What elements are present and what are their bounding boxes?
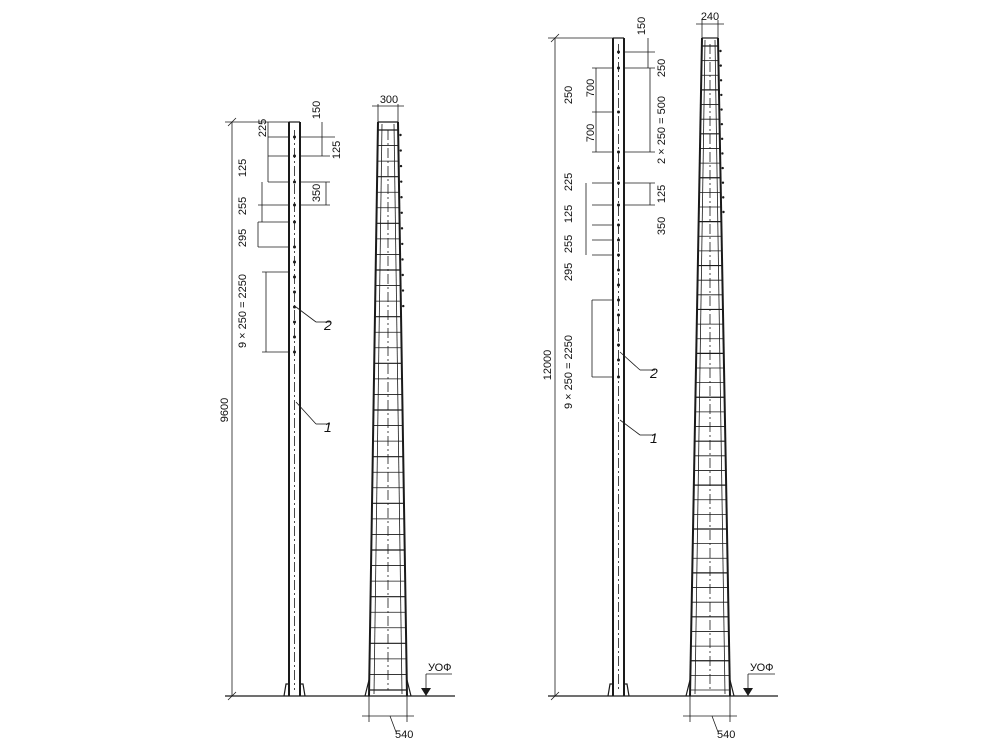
left-dim-150: 150: [311, 101, 323, 119]
right-dim-700-top: 700: [585, 79, 597, 97]
left-dim-125: 125: [237, 159, 249, 177]
left-ground-line: [225, 673, 455, 697]
right-dim-2x250: 2 × 250 = 500: [656, 96, 668, 164]
lattice-bolt: [719, 64, 722, 67]
left-base-width-dimension: [362, 696, 414, 733]
left-dim-295: 295: [237, 229, 249, 247]
left-dim-255: 255: [237, 197, 249, 215]
left-top-width-label: 300: [380, 94, 398, 106]
left-callout-leaders: [295, 306, 330, 425]
left-base-width-label: 540: [395, 729, 413, 741]
lattice-bolt: [721, 152, 724, 155]
right-top-width-dimension: [696, 20, 724, 38]
left-dims-right-lines: [300, 122, 335, 206]
left-dim-9x250: 9 × 250 = 2250: [237, 274, 249, 348]
lattice-bolt: [720, 108, 723, 111]
lattice-bolt: [401, 273, 404, 277]
lattice-bolt: [720, 137, 724, 141]
right-dims-left-lines: [585, 67, 613, 378]
lattice-bolt: [719, 49, 722, 53]
lattice-bolt: [720, 93, 723, 97]
right-dim-250-right: 250: [656, 59, 668, 77]
lattice-bolt: [400, 196, 403, 199]
left-callout-2: 2: [323, 317, 332, 333]
lattice-bolt: [719, 79, 723, 82]
right-dim-225: 225: [563, 173, 575, 191]
lattice-bolt: [402, 304, 405, 308]
left-top-width-dimension: [372, 104, 404, 122]
lattice-bolt: [399, 164, 403, 168]
right-dim-9x250: 9 × 250 = 2250: [563, 335, 575, 409]
right-ground-line: [548, 673, 778, 697]
left-callout-1: 1: [324, 419, 332, 435]
lattice-bolt: [400, 180, 403, 183]
right-dim-700-bottom: 700: [585, 124, 597, 142]
right-ground-label: УОФ: [750, 662, 774, 674]
right-callout-2: 2: [649, 365, 658, 381]
left-pole-lattice-view: [364, 121, 412, 697]
lattice-bolt: [399, 149, 402, 152]
left-ground-label: УОФ: [428, 662, 452, 674]
lattice-bolt: [399, 133, 402, 137]
lattice-bolt: [722, 196, 725, 199]
left-dim-125-right: 125: [331, 141, 343, 159]
right-dim-255: 255: [563, 235, 575, 253]
right-base-width-dimension: [683, 696, 737, 733]
lattice-bolt: [400, 211, 403, 214]
left-dim-225: 225: [257, 119, 269, 137]
right-pole-lattice-view: [685, 37, 735, 697]
right-dim-125: 125: [563, 205, 575, 223]
right-callout-1: 1: [650, 430, 658, 446]
lattice-bolt: [401, 242, 404, 246]
right-height-dimension: [548, 33, 613, 701]
right-dim-150: 150: [636, 17, 648, 35]
lattice-bolt: [400, 227, 404, 230]
lattice-bolt: [721, 166, 724, 170]
lattice-bolt: [722, 210, 725, 214]
right-dim-125-right: 125: [656, 185, 668, 203]
right-height-label: 12000: [542, 350, 554, 381]
left-height-label: 9600: [219, 398, 231, 422]
left-dim-350: 350: [311, 184, 323, 202]
right-callout-leaders: [619, 351, 655, 436]
lattice-bolt: [401, 258, 404, 261]
lattice-bolt: [721, 181, 725, 184]
lattice-bolt: [720, 122, 724, 126]
right-dim-350: 350: [656, 217, 668, 235]
right-top-width-label: 240: [701, 11, 719, 23]
right-dims-right-lines: [624, 38, 655, 206]
right-dim-295: 295: [563, 263, 575, 281]
right-dim-250: 250: [563, 86, 575, 104]
left-dims-left-lines: [257, 122, 289, 353]
right-pole-side-view: [607, 37, 630, 697]
left-pole-side-view: [283, 121, 306, 697]
lattice-bolt: [401, 289, 405, 292]
right-base-width-label: 540: [717, 729, 735, 741]
